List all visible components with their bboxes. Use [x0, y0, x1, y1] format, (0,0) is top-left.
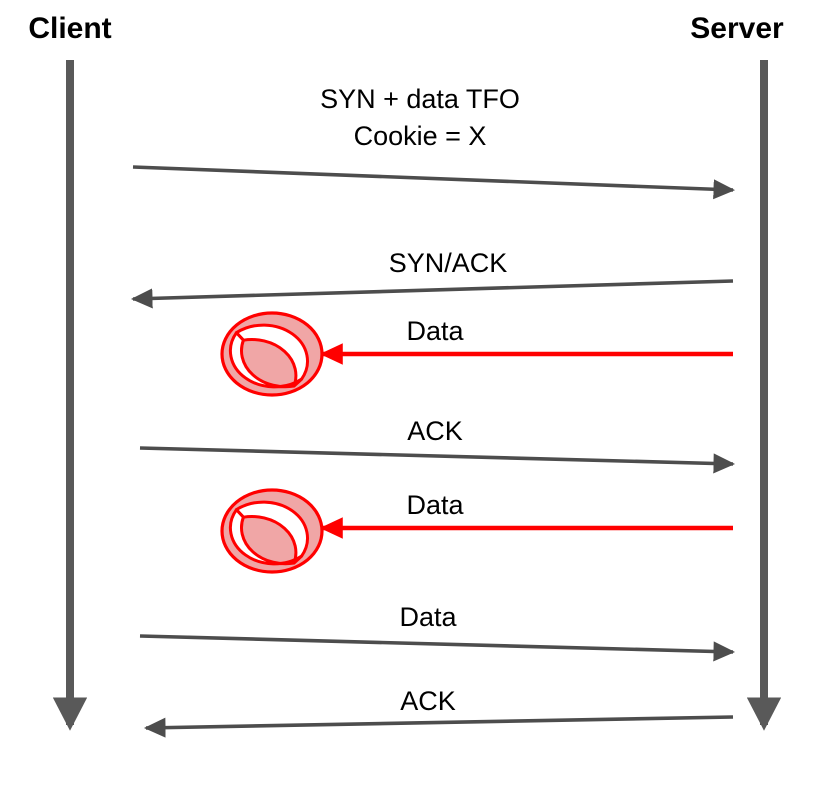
prohibited-icon: [220, 488, 324, 574]
message-label-data-2: Data: [399, 602, 457, 632]
actor-label-server: Server: [690, 12, 784, 45]
message-label-syn-ack: SYN/ACK: [389, 248, 508, 278]
actor-client: Client: [28, 12, 112, 731]
message-data-2: Data: [139, 602, 736, 662]
message-arrow-ack-2: [143, 715, 734, 738]
actor-server: Server: [690, 12, 784, 731]
message-syn-ack: SYN/ACK: [130, 248, 734, 309]
message-label-ack-1: ACK: [407, 416, 463, 446]
message-arrow-data-2: [139, 634, 736, 662]
message-arrow-syn-ack: [130, 279, 734, 309]
prohibited-icon: [220, 311, 324, 397]
message-data-blocked-1: Data: [220, 311, 733, 397]
message-data-blocked-2: Data: [220, 488, 733, 574]
message-label-data-blocked-2: Data: [406, 490, 464, 520]
message-label-syn-tfo-line1: SYN + data TFO: [320, 84, 520, 114]
message-ack-1: ACK: [139, 416, 736, 474]
message-syn-tfo: SYN + data TFO Cookie = X: [132, 84, 736, 200]
message-arrow-syn-tfo: [132, 165, 736, 200]
message-arrow-ack-1: [139, 446, 736, 474]
actor-label-client: Client: [28, 12, 111, 45]
message-label-syn-tfo-line2: Cookie = X: [354, 121, 487, 151]
message-label-ack-2: ACK: [400, 686, 456, 716]
message-ack-2: ACK: [143, 686, 734, 738]
message-label-data-blocked-1: Data: [406, 316, 464, 346]
